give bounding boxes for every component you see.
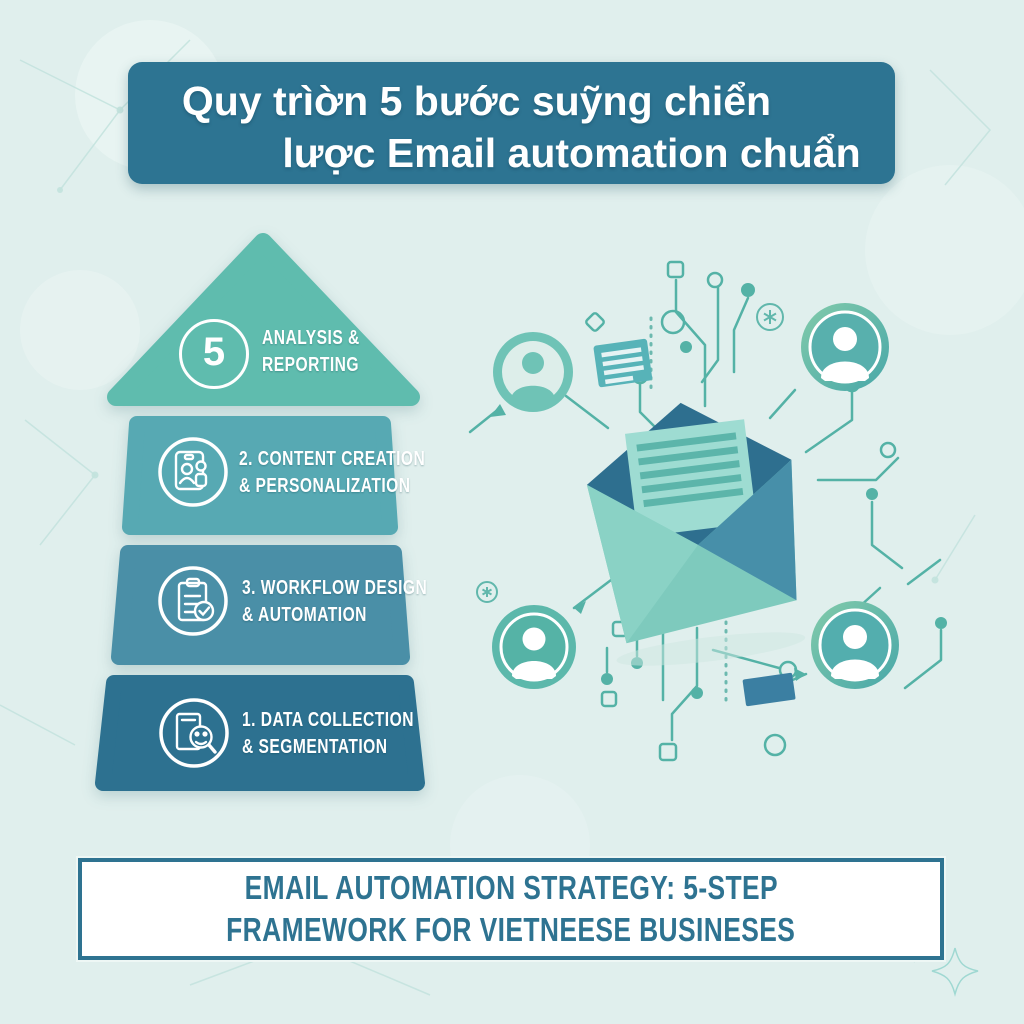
asterisk-node-icon — [476, 303, 784, 603]
message-card-icon — [593, 338, 653, 388]
user-avatar-top-left — [493, 332, 573, 412]
step-1-label-line1: 1. DATA COLLECTION — [242, 709, 414, 731]
pyramid-step-1-band — [95, 675, 425, 791]
footer-banner: EMAIL AUTOMATION STRATEGY: 5-STEP FRAMEW… — [78, 858, 944, 960]
header-title-line2: lược Email automation chuẩn — [282, 130, 861, 176]
step-5-number-badge: 5 — [179, 319, 249, 389]
step-3-label: 3. WORKFLOW DESIGN & AUTOMATION — [242, 575, 427, 629]
search-users-icon — [159, 698, 229, 768]
step-2-label: 2. CONTENT CREATION & PERSONALIZATION — [239, 446, 425, 500]
pyramid-graphic — [95, 233, 425, 791]
message-card-icon-dark — [742, 672, 796, 707]
user-avatar-bottom-right — [811, 601, 899, 689]
open-envelope-icon — [586, 402, 806, 666]
step-5-label-line2: REPORTING — [262, 354, 359, 376]
footer-title-line2: FRAMEWORK FOR VIETNEESE BUSINESES — [226, 911, 796, 948]
step-2-label-line1: 2. CONTENT CREATION — [239, 448, 426, 470]
footer-title-line1: EMAIL AUTOMATION STRATEGY: 5-STEP — [244, 869, 778, 906]
contact-card-icon — [158, 437, 228, 507]
user-avatar-top-right — [801, 303, 889, 391]
step-5-label: ANALYSIS & REPORTING — [262, 325, 360, 379]
step-1-label-line2: & SEGMENTATION — [242, 736, 388, 758]
header-title-line1: Quy trìờn 5 bước suỹng chiển — [181, 78, 772, 124]
user-avatar-bottom-left — [492, 605, 576, 689]
letter-paper — [624, 419, 757, 538]
step-2-label-line2: & PERSONALIZATION — [239, 475, 411, 497]
step-1-label: 1. DATA COLLECTION & SEGMENTATION — [242, 707, 414, 761]
step-5-label-line1: ANALYSIS & — [262, 327, 360, 349]
email-network-illustration — [468, 260, 947, 762]
clipboard-check-icon — [158, 566, 228, 636]
header-banner: Quy trìờn 5 bước suỹng chiển lược Email … — [128, 62, 895, 184]
pyramid-step-2-band — [122, 416, 398, 535]
step-3-label-line2: & AUTOMATION — [242, 604, 367, 626]
step-3-label-line1: 3. WORKFLOW DESIGN — [242, 577, 428, 599]
sparkle-icon — [931, 947, 979, 997]
